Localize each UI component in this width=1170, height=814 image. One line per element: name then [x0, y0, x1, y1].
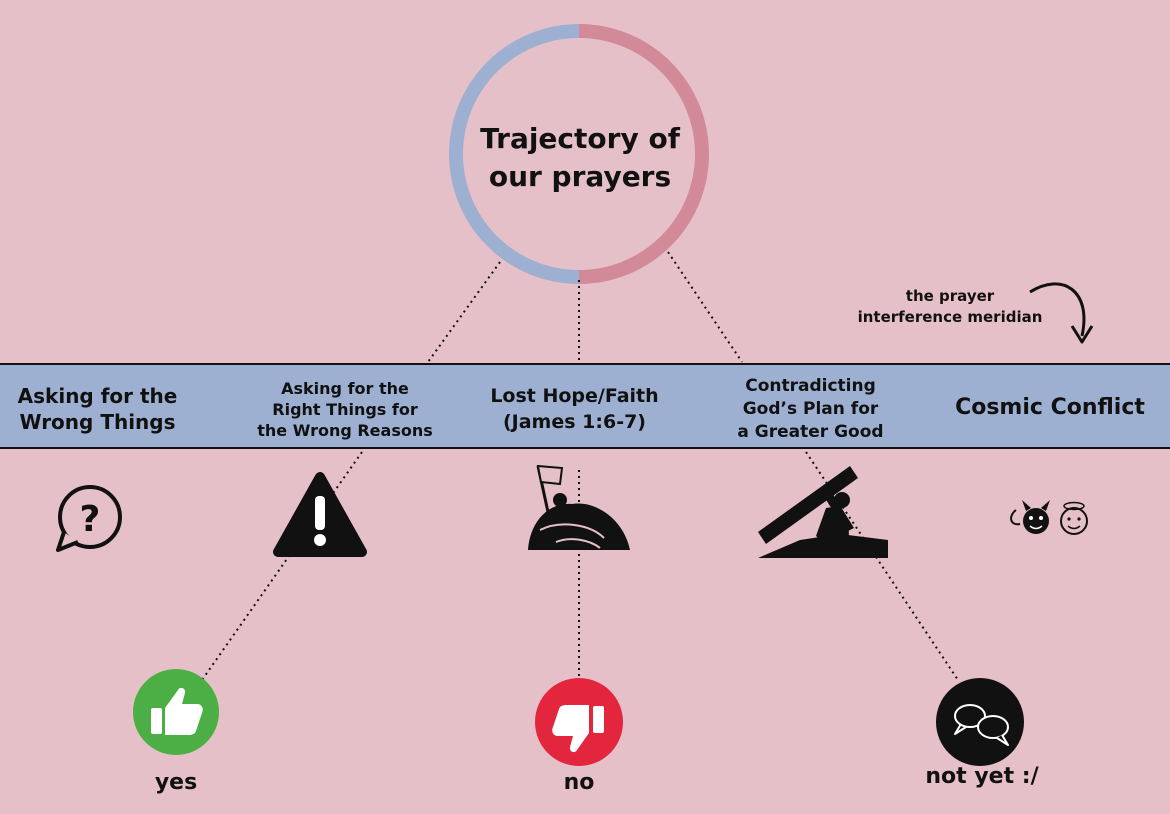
category-line: God’s Plan for [742, 398, 879, 419]
warning-icon [273, 472, 367, 557]
ring-right-arc [578, 24, 709, 284]
category-wrong-reasons: Asking for the Right Things for the Wron… [245, 376, 445, 442]
diagram-title: Trajectory of our prayers [455, 120, 705, 196]
thumbs-down-icon [535, 678, 623, 766]
connector-ring-left [427, 261, 501, 363]
title-line-2: our prayers [488, 160, 672, 193]
category-contradicting-plan: Contradicting God’s Plan for a Greater G… [718, 373, 903, 445]
category-cosmic-conflict: Cosmic Conflict [940, 392, 1160, 424]
connector-warning-yes [201, 451, 363, 681]
category-line: (James 1:6-7) [502, 411, 646, 433]
meridian-band [0, 363, 1170, 449]
answer-not-yet-label: not yet :/ [925, 764, 1039, 789]
meridian-note-line-2: interference meridian [857, 308, 1043, 326]
curved-arrow-icon [1029, 282, 1094, 344]
meridian-note: the prayer interference meridian [830, 286, 1070, 328]
category-line: Lost Hope/Faith [490, 385, 659, 407]
ring-left-arc [449, 24, 580, 284]
category-line: Contradicting [745, 375, 876, 396]
category-lost-faith: Lost Hope/Faith (James 1:6-7) [472, 381, 677, 437]
connector-ring-right [667, 251, 743, 363]
category-line: Wrong Things [19, 410, 176, 434]
answer-no-label: no [563, 770, 595, 795]
category-line: Asking for the [17, 384, 178, 408]
category-line: Right Things for [272, 399, 418, 419]
svg-text:?: ? [80, 499, 101, 540]
category-line: Cosmic Conflict [955, 395, 1145, 420]
meridian-note-line-1: the prayer [905, 287, 995, 305]
devil-angel-icon [1010, 500, 1088, 535]
cross-bearer-icon [758, 466, 888, 558]
question-bubble-icon: ? [56, 485, 122, 552]
category-line: the Wrong Reasons [257, 420, 433, 440]
category-line: a Greater Good [737, 421, 884, 442]
thumbs-up-icon [133, 669, 219, 755]
title-line-1: Trajectory of [480, 122, 680, 155]
answer-yes-label: yes [154, 770, 198, 795]
surrender-flag-icon [528, 464, 630, 550]
chat-bubbles-icon [936, 678, 1024, 766]
connector-cross-notyet [805, 451, 959, 681]
category-wrong-things: Asking for the Wrong Things [0, 381, 195, 437]
category-line: Asking for the [281, 378, 409, 398]
